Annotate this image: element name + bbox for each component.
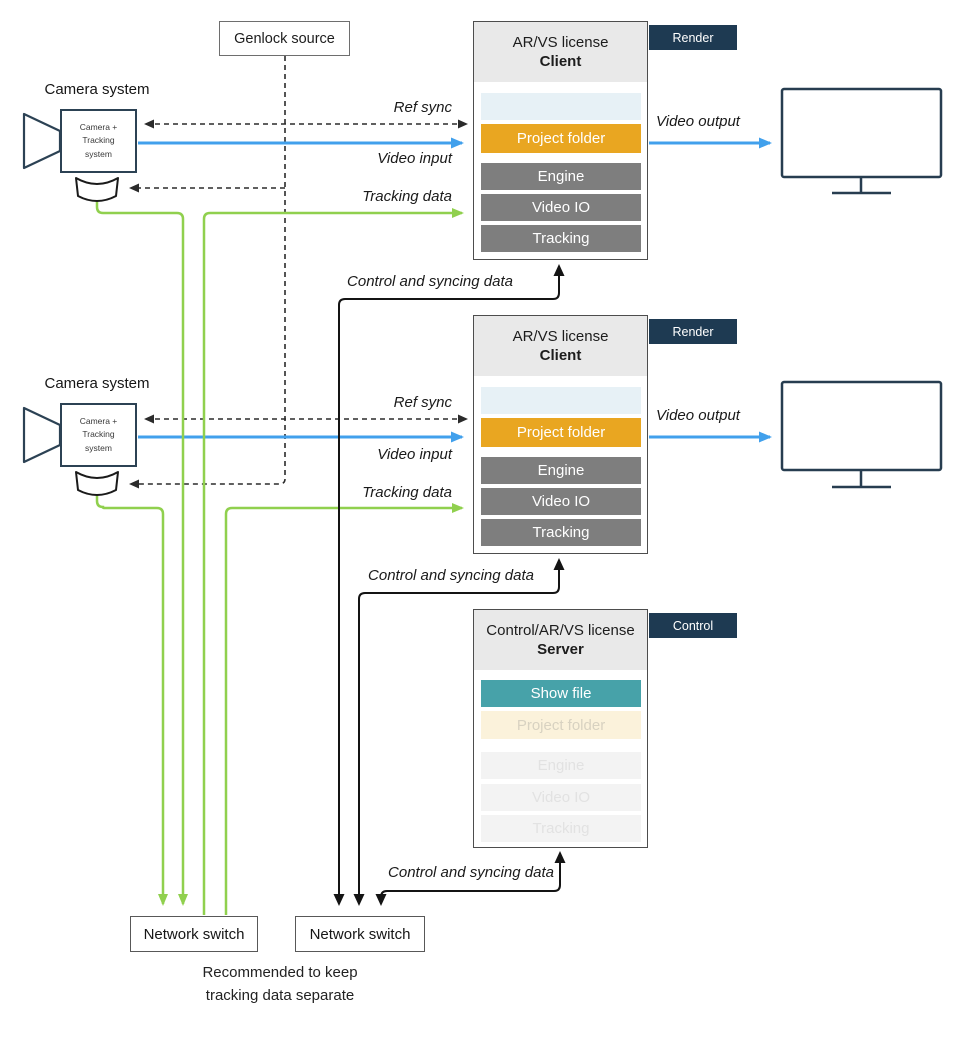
- module-tracking-server: Tracking: [481, 815, 641, 842]
- ref-sync-label-2: Ref sync: [393, 394, 452, 411]
- camera-body-box-1: Camera + Tracking system: [60, 109, 137, 173]
- tracking-note-line-1: Recommended to keep: [202, 964, 358, 981]
- control-sync-label-3: Control and syncing data: [388, 864, 554, 881]
- camera-system-label-1: Camera system: [44, 81, 150, 98]
- client-header-1: AR/VS license Client: [474, 22, 647, 82]
- monitor-stand-2: [832, 470, 891, 489]
- module-project-folder-2: Project folder: [481, 418, 641, 447]
- video-input-label-2: Video input: [377, 446, 452, 463]
- module-video-io-1: Video IO: [481, 194, 641, 221]
- monitor-icon-1: [780, 87, 943, 179]
- camera-body-text-1: Camera + Tracking system: [79, 122, 118, 159]
- module-tracking-2: Tracking: [481, 519, 641, 546]
- ref-sync-label-1: Ref sync: [393, 99, 452, 116]
- module-video-io-2: Video IO: [481, 488, 641, 515]
- control-sync-line-server: [375, 851, 566, 906]
- control-tag: Control: [649, 613, 737, 638]
- module-tracking-1: Tracking: [481, 225, 641, 252]
- tracking-line-sensor2-to-switch: [95, 496, 168, 906]
- module-project-folder-1: Project folder: [481, 124, 641, 153]
- network-switch-label-2: Network switch: [309, 925, 411, 943]
- camera-sensor-icon-2: [75, 471, 119, 496]
- client-license-1: AR/VS license: [512, 34, 609, 51]
- module-placeholder-2: [481, 387, 641, 414]
- camera-body-box-2: Camera + Tracking system: [60, 403, 137, 467]
- tracking-line-switch-to-client2: [224, 503, 464, 915]
- render-tag-2: Render: [649, 319, 737, 344]
- tracking-note: Recommended to keep tracking data separa…: [155, 961, 405, 1008]
- video-input-label-1: Video input: [377, 150, 452, 167]
- camera-lens-icon-1: [22, 112, 62, 170]
- module-placeholder-1: [481, 93, 641, 120]
- module-video-io-server: Video IO: [481, 784, 641, 811]
- render-tag-1: Render: [649, 25, 737, 50]
- server-license: Control/AR/VS license: [486, 622, 635, 639]
- tracking-line-switch-to-client1: [202, 208, 464, 915]
- genlock-source-label: Genlock source: [234, 30, 335, 47]
- camera-lens-icon-2: [22, 406, 62, 464]
- client-role-1: Client: [539, 53, 582, 70]
- camera-sensor-icon-1: [75, 177, 119, 202]
- tracking-data-label-2: Tracking data: [362, 484, 452, 501]
- control-sync-label-1: Control and syncing data: [347, 273, 513, 290]
- module-engine-server: Engine: [481, 752, 641, 779]
- genlock-dashed-trunk: [129, 56, 286, 489]
- control-sync-line-client1: [333, 264, 565, 906]
- genlock-source-box: Genlock source: [219, 21, 350, 56]
- module-show-file: Show file: [481, 680, 641, 707]
- client-license-2: AR/VS license: [512, 328, 609, 345]
- server-header: Control/AR/VS license Server: [474, 610, 647, 670]
- monitor-icon-2: [780, 380, 943, 472]
- server-box: Control/AR/VS license Server Show file P…: [473, 609, 648, 848]
- network-switch-box-1: Network switch: [130, 916, 258, 952]
- control-sync-label-2: Control and syncing data: [368, 567, 534, 584]
- client-header-2: AR/VS license Client: [474, 316, 647, 376]
- tracking-note-line-2: tracking data separate: [205, 987, 355, 1005]
- module-engine-1: Engine: [481, 163, 641, 190]
- server-role: Server: [537, 641, 584, 658]
- network-switch-box-2: Network switch: [295, 916, 425, 952]
- camera-body-text-2: Camera + Tracking system: [79, 416, 118, 453]
- module-project-folder-server: Project folder: [481, 711, 641, 739]
- client-box-2: AR/VS license Client Project folder Engi…: [473, 315, 648, 554]
- video-output-label-1: Video output: [656, 113, 740, 130]
- client-role-2: Client: [539, 347, 582, 364]
- module-engine-2: Engine: [481, 457, 641, 484]
- monitor-stand-1: [832, 177, 891, 195]
- camera-system-label-2: Camera system: [44, 375, 150, 392]
- network-switch-label-1: Network switch: [143, 925, 245, 943]
- tracking-data-label-1: Tracking data: [362, 188, 452, 205]
- client-box-1: AR/VS license Client Project folder Engi…: [473, 21, 648, 260]
- tracking-line-sensor1-to-switch: [95, 202, 188, 906]
- video-output-label-2: Video output: [656, 407, 740, 424]
- control-sync-line-client2: [353, 558, 565, 906]
